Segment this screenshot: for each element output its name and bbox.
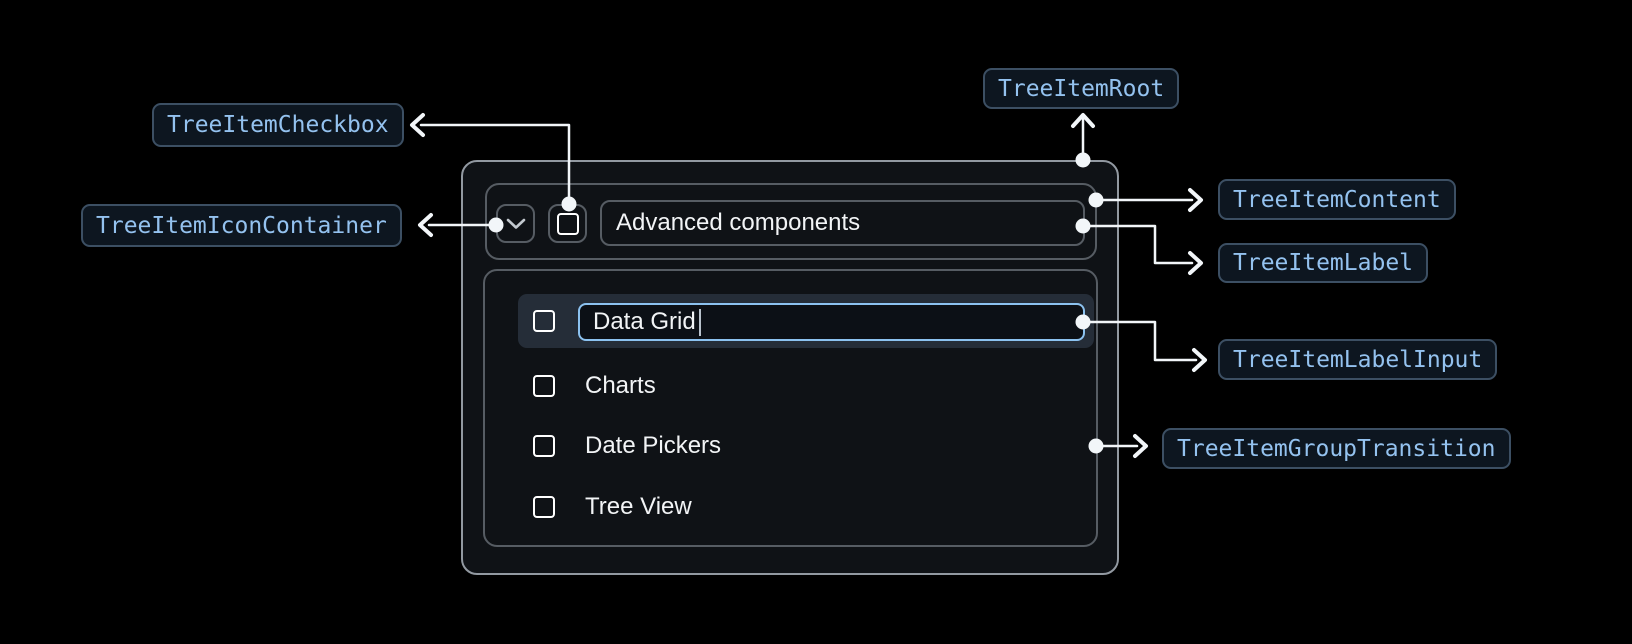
parent-item-label: Advanced components [616,209,861,236]
tree-item-root [461,160,1119,575]
annotation-tree-item-group-transition: TreeItemGroupTransition [1162,428,1511,469]
tree-item-label: Date Pickers [585,432,722,459]
annotation-tree-item-root: TreeItemRoot [983,68,1180,109]
tree-item-label: Charts [585,372,656,399]
tree-item-group-transition [483,269,1098,547]
tree-item-label-input[interactable]: Data Grid [578,303,1085,341]
chevron-down-icon [505,217,527,230]
text-cursor [698,308,701,336]
annotation-tree-item-icon-container: TreeItemIconContainer [81,204,402,247]
tree-row-editing[interactable]: Data Grid [518,294,1094,348]
checkbox-unchecked-icon[interactable] [533,310,555,332]
tree-item-label: Advanced components [600,200,1085,246]
checkbox-unchecked-icon[interactable] [533,375,555,397]
tree-row[interactable]: Date Pickers [533,432,721,460]
annotation-tree-item-label: TreeItemLabel [1218,243,1429,283]
tree-row[interactable]: Charts [533,372,656,400]
checkbox-unchecked-icon [556,212,579,235]
annotation-tree-item-content: TreeItemContent [1218,179,1456,220]
annotation-tree-item-label-input: TreeItemLabelInput [1218,339,1498,380]
tree-row[interactable]: Tree View [533,493,692,521]
tree-item-label: Tree View [585,493,692,520]
checkbox-unchecked-icon[interactable] [533,496,555,518]
tree-item-content[interactable] [485,183,1097,260]
annotation-tree-item-checkbox: TreeItemCheckbox [152,103,404,147]
checkbox-unchecked-icon[interactable] [533,435,555,457]
label-input-value: Data Grid [593,308,696,335]
tree-item-checkbox[interactable] [548,204,587,243]
tree-item-icon-container[interactable] [496,204,535,243]
